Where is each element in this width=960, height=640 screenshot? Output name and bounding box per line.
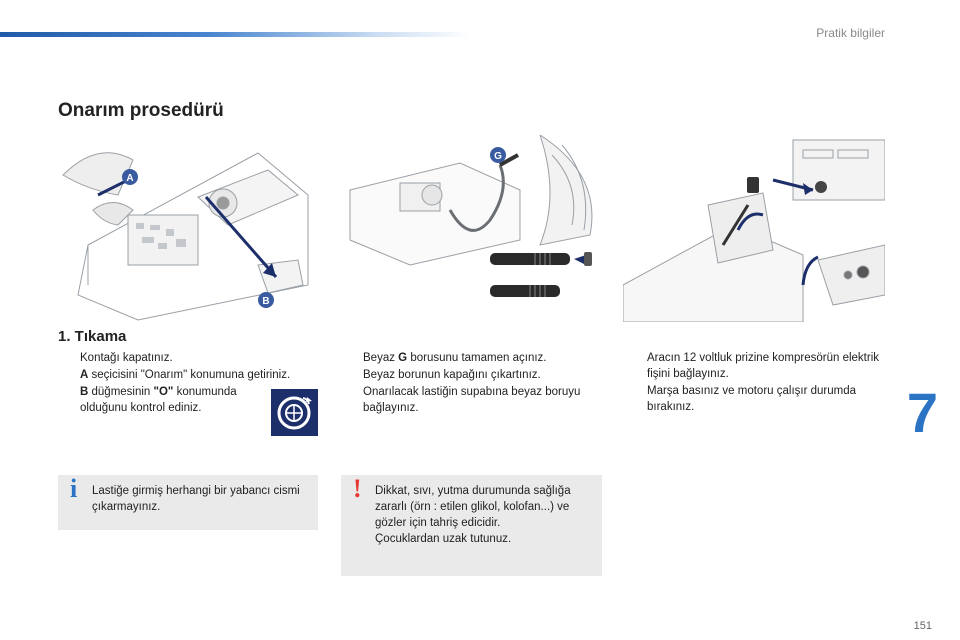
list-item: B düğmesinin "O" konumunda olduğunu kont… (80, 386, 237, 414)
hose-illustration: G (340, 135, 602, 322)
compressor-kit-drawing: A B (58, 135, 318, 322)
info-note-text: Lastiğe girmiş herhangi bir yabancı cism… (92, 485, 300, 513)
list-item: Marşa basınız ve motoru çalışır durumda … (647, 385, 856, 413)
power-socket-illustration (623, 135, 885, 322)
warning-note-text: Dikkat, sıvı, yutma durumunda sağlığa za… (375, 485, 571, 529)
section-label: Pratik bilgiler (816, 26, 885, 40)
list-item: Kontağı kapatınız. (80, 352, 173, 364)
label-a: A (126, 173, 133, 184)
label-a-badge (122, 169, 138, 185)
column2-steps: Beyaz G borusunu tamamen açınız. Beyaz b… (341, 350, 603, 417)
compressor-kit-illustration: A B (58, 135, 318, 322)
info-note: i Lastiğe girmiş herhangi bir yabancı ci… (58, 475, 318, 530)
list-item: Aracın 12 voltluk prizine kompresörün el… (647, 352, 880, 380)
header-gradient-bar (0, 32, 470, 37)
page-number: 151 (913, 620, 932, 632)
column3-steps: Aracın 12 voltluk prizine kompresörün el… (625, 350, 887, 416)
warning-note-text2: Çocuklardan uzak tutunuz. (375, 533, 512, 545)
chapter-number: 7 (906, 381, 938, 444)
list-item: A seçicisini "Onarım" konumuna getiriniz… (80, 369, 291, 381)
label-g: G (494, 151, 502, 162)
hose-drawing: G (340, 135, 602, 322)
label-b: B (262, 296, 269, 307)
page-title: Onarım prosedürü (58, 100, 224, 121)
list-item: Beyaz G borusunu tamamen açınız. (363, 352, 547, 364)
step1-title: 1. Tıkama (58, 328, 127, 345)
list-item: Onarılacak lastiğin supabına beyaz boruy… (363, 386, 581, 414)
info-icon: i (70, 474, 78, 503)
label-g-badge (490, 147, 506, 163)
warning-icon: ! (353, 474, 362, 503)
list-item: Beyaz borunun kapağını çıkartınız. (363, 369, 541, 381)
tire-repair-icon (271, 389, 318, 436)
column1-steps: Kontağı kapatınız. A seçicisini "Onarım"… (58, 350, 320, 417)
label-b-badge (258, 292, 274, 308)
power-socket-drawing (623, 135, 885, 322)
warning-note: ! Dikkat, sıvı, yutma durumunda sağlığa … (341, 475, 602, 576)
